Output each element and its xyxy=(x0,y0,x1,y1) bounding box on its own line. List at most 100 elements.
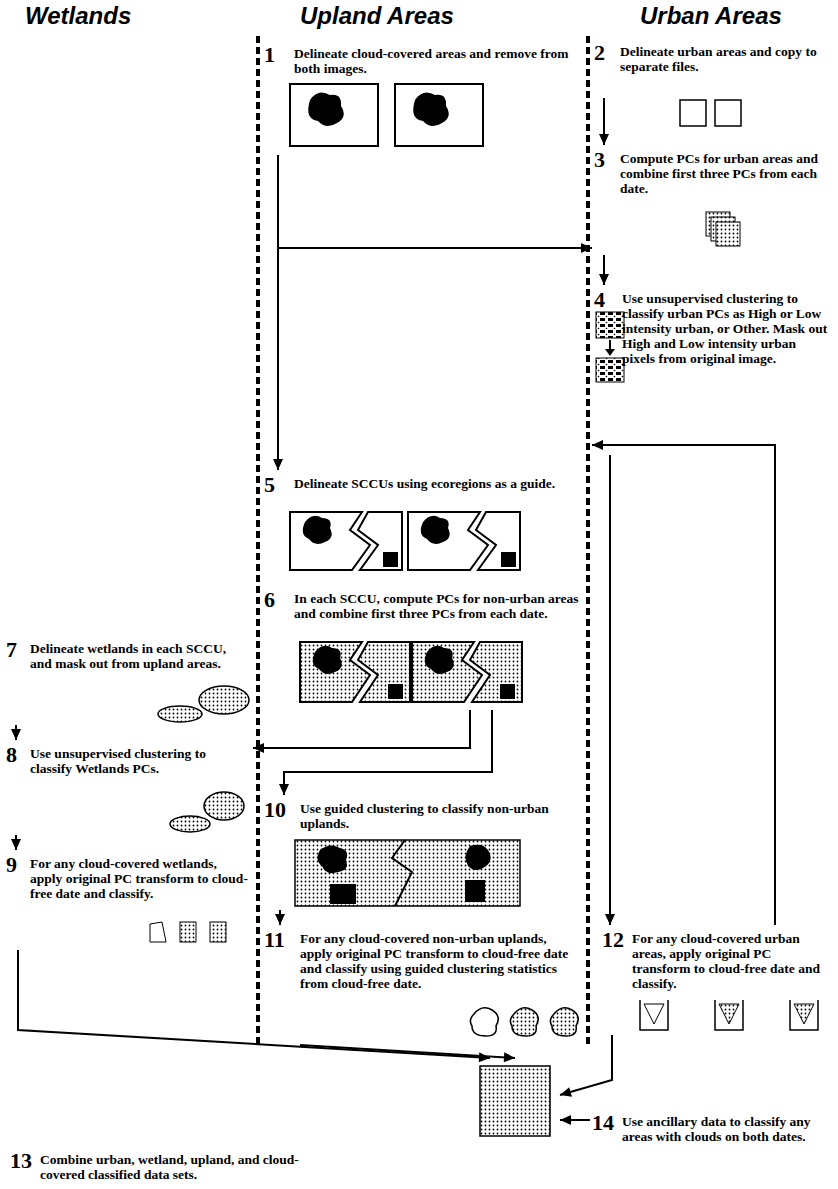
step-text: For any cloud-covered urban areas, apply… xyxy=(632,931,832,991)
illustration-shape xyxy=(392,840,412,906)
step2-images xyxy=(680,100,741,126)
flow-arrow xyxy=(560,1035,612,1097)
step-text: For any cloud-covered wetlands, apply or… xyxy=(30,856,249,901)
illustration-shape xyxy=(408,512,488,570)
step-box: 13 Combine urban, wetland, upland, and cl… xyxy=(8,1058,560,1186)
arrow-head xyxy=(279,784,289,795)
illustration-shape xyxy=(500,684,515,699)
step-text: Compute PCs for urban areas and combine … xyxy=(620,151,832,196)
step-text: Combine urban, wetland, upland, and clou… xyxy=(40,1152,340,1182)
illustration-shape xyxy=(413,92,449,126)
step-number: 3 xyxy=(594,149,605,171)
illustration-shape xyxy=(465,880,485,902)
step-number: 5 xyxy=(264,474,275,496)
step11-icons xyxy=(470,1008,578,1036)
step-box: 8 Use unsupervised clustering to classify… xyxy=(4,740,253,835)
illustration-shape xyxy=(425,646,454,674)
step-text: Delineate wetlands in each SCCU, and mas… xyxy=(30,641,249,671)
illustration-shape xyxy=(596,312,624,338)
illustration-shape xyxy=(150,922,166,942)
step-box: 5 Delineate SCCUs using ecoregions as a g… xyxy=(262,470,584,575)
illustration-shape xyxy=(199,686,249,714)
illustration-shape xyxy=(358,512,402,570)
step-number: 14 xyxy=(592,1112,614,1134)
illustration-shape xyxy=(290,512,370,570)
illustration-shape xyxy=(476,512,520,570)
illustration-shape xyxy=(501,552,516,567)
illustration-shape xyxy=(308,92,344,126)
arrow-head xyxy=(560,1115,571,1125)
illustration-shape xyxy=(317,845,347,873)
step-box: 1Delineate cloud-covered areas and remov… xyxy=(262,40,584,155)
arrow-line xyxy=(560,1035,612,1095)
arrow-line xyxy=(284,710,492,795)
step-number: 13 xyxy=(10,1150,32,1172)
step-text: Delineate SCCUs using ecoregions as a gu… xyxy=(294,476,580,491)
illustration-shape xyxy=(388,684,403,699)
step-text: In each SCCU, compute PCs for non-urban … xyxy=(294,591,580,621)
illustration-shape xyxy=(470,1008,498,1036)
flow-arrow xyxy=(11,725,21,740)
step-box: 10Use guided clustering to classify non-… xyxy=(262,795,584,910)
illustration-shape xyxy=(303,516,332,544)
step-number: 12 xyxy=(602,929,624,951)
illustration-shape xyxy=(465,845,490,870)
flow-arrow xyxy=(11,835,21,850)
flow-arrow xyxy=(599,255,609,285)
flow-arrow xyxy=(592,440,775,925)
illustration-shape xyxy=(395,84,483,146)
illustration-shape xyxy=(586,36,590,1045)
step8-ovals xyxy=(170,792,244,832)
illustration-shape xyxy=(421,516,450,544)
illustration-shape xyxy=(204,792,244,820)
column-header: Upland Areas xyxy=(300,2,454,30)
illustration-shape xyxy=(313,646,342,674)
arrow-head xyxy=(504,1052,515,1062)
arrow-head xyxy=(599,134,609,145)
step-box: 7Delineate wetlands in each SCCU, and ma… xyxy=(4,635,253,725)
step-number: 11 xyxy=(264,929,285,951)
step3-image xyxy=(706,212,740,246)
step-number: 4 xyxy=(594,289,605,311)
flow-arrow xyxy=(300,1045,515,1062)
step-box: 12 For any cloud-covered urban areas, app… xyxy=(600,925,836,1035)
illustration-shape xyxy=(256,36,260,1045)
illustration-shape xyxy=(412,642,522,702)
step12-icons xyxy=(640,1000,818,1030)
flow-arrow xyxy=(599,98,609,145)
step-box: 4Use unsupervised clustering to classify… xyxy=(592,285,836,455)
step-box: 3 Compute PCs for urban areas and combine… xyxy=(592,145,836,255)
illustration-shape xyxy=(794,1004,814,1024)
step9-icons xyxy=(150,922,226,942)
step-number: 6 xyxy=(264,589,275,611)
illustration-shape xyxy=(715,1000,743,1030)
step-box: 2Delineate urban areas and copy to separ… xyxy=(592,38,836,98)
illustration-shape xyxy=(300,642,370,702)
arrow-line xyxy=(253,710,470,748)
illustration-shape xyxy=(550,1008,578,1036)
flow-arrow xyxy=(605,455,615,925)
illustration-shape xyxy=(358,642,410,702)
step-box: 6 In each SCCU, compute PCs for non-urban… xyxy=(262,585,584,710)
arrow-head xyxy=(605,914,615,925)
arrow-head xyxy=(560,1087,572,1097)
step-text: Use unsupervised clustering to classify … xyxy=(30,746,249,776)
illustration-shape xyxy=(330,884,356,904)
step-box: 11For any cloud-covered non-urban upland… xyxy=(262,925,584,1045)
arrow-head xyxy=(275,914,285,925)
step-text: Delineate cloud-covered areas and remove… xyxy=(294,46,580,76)
illustration-shape xyxy=(680,100,706,126)
illustration-shape xyxy=(290,84,378,146)
flow-arrow xyxy=(275,910,285,925)
step-number: 10 xyxy=(264,799,286,821)
step-number: 8 xyxy=(6,744,17,766)
step7-ovals xyxy=(158,686,249,722)
arrow-head xyxy=(11,839,21,850)
illustration-shape xyxy=(605,349,615,356)
illustration-shape xyxy=(300,642,410,702)
step-text: Delineate urban areas and copy to separa… xyxy=(620,44,832,74)
illustration-shape xyxy=(158,706,202,722)
arrow-head xyxy=(599,274,609,285)
step10-image xyxy=(295,840,520,906)
step-text: Use ancillary data to classify any areas… xyxy=(622,1114,832,1144)
